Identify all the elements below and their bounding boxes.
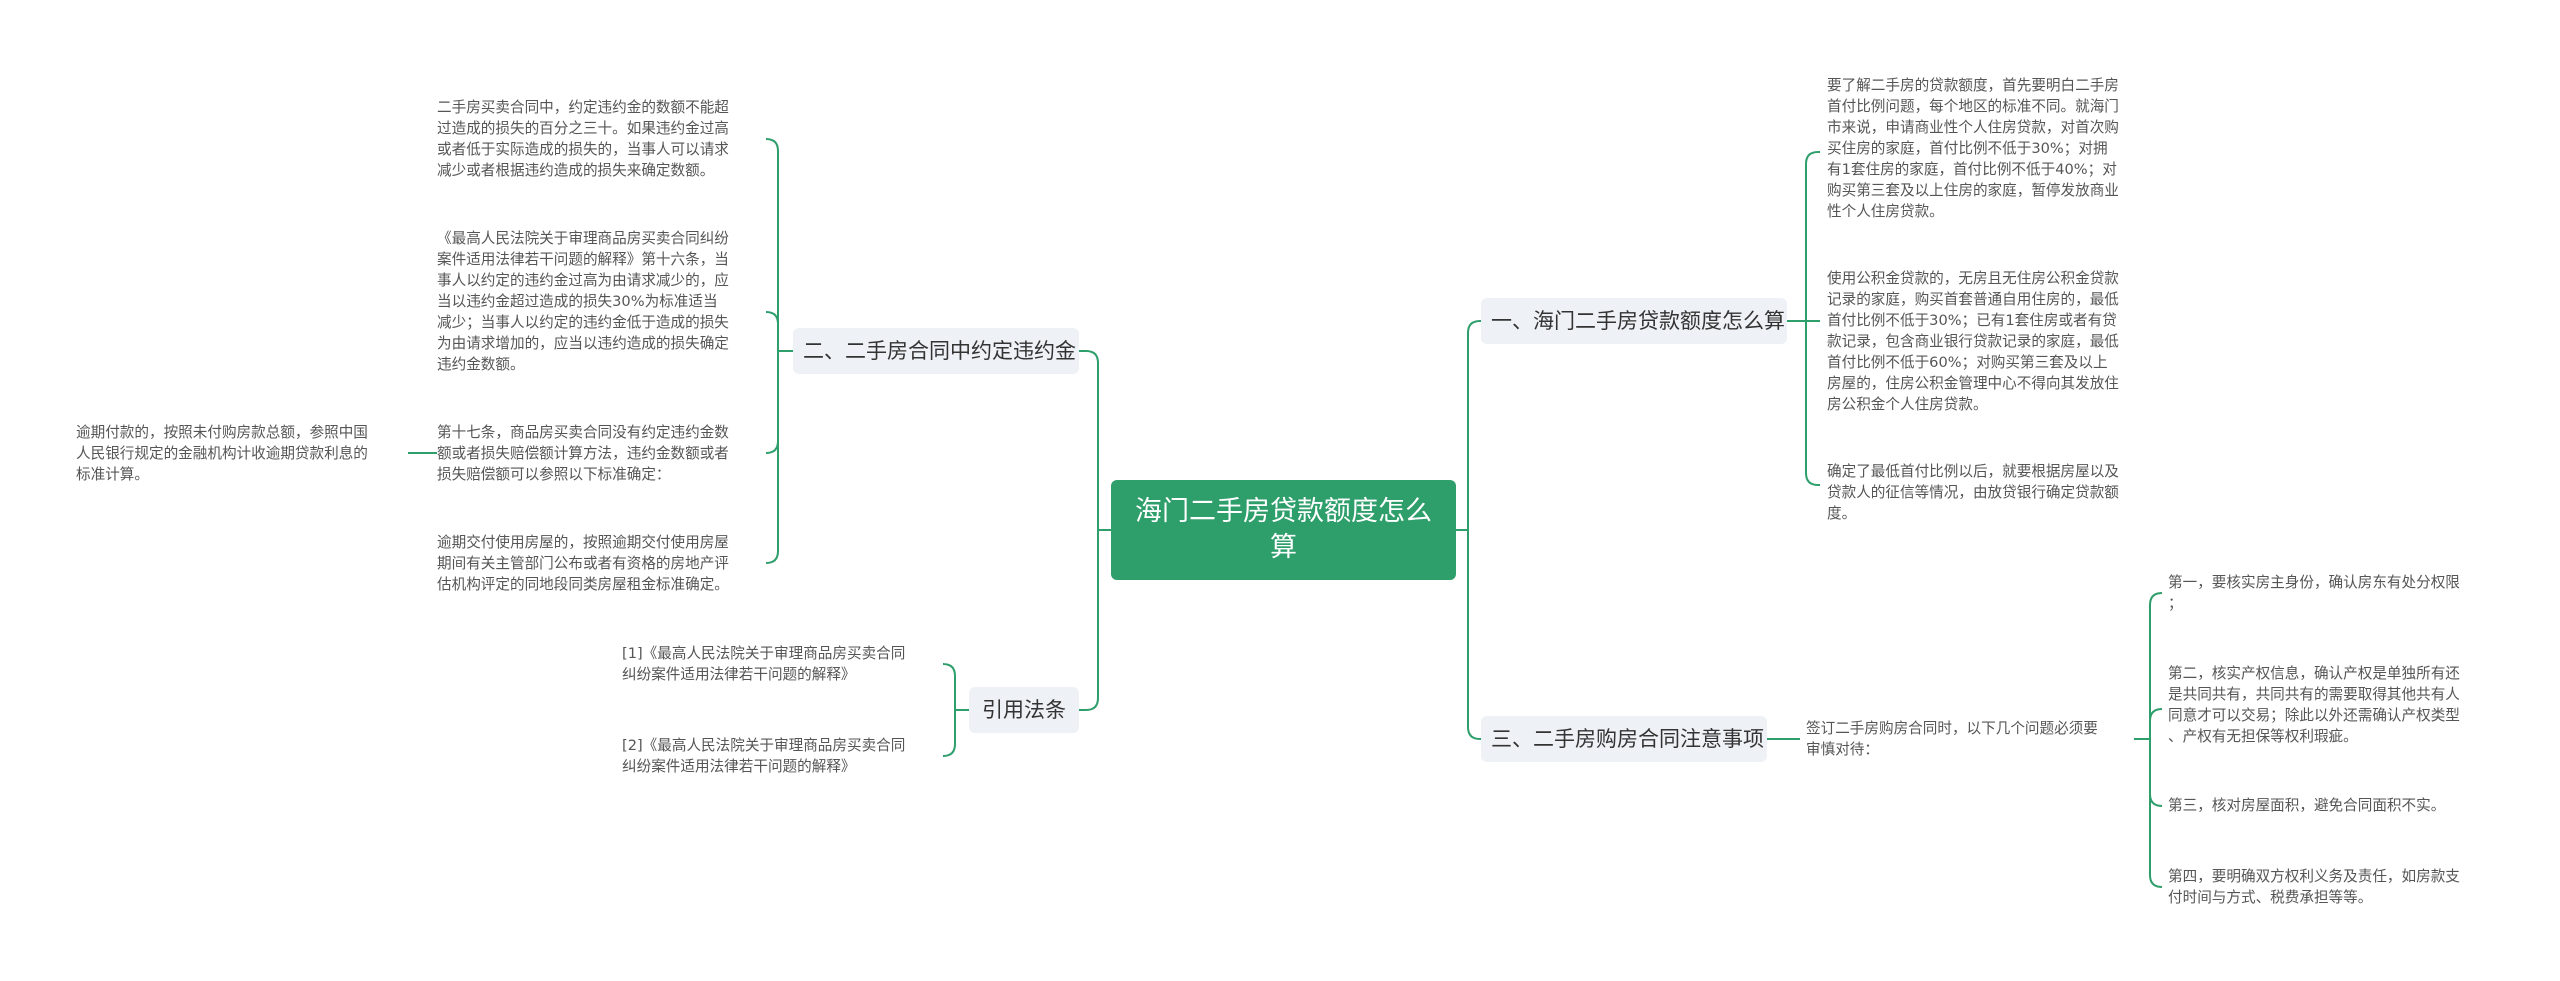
loan-amount-leaf-2: 使用公积金贷款的，无房且无住房公积金贷款 记录的家庭，购买首套普通自用住房的，最… — [1827, 270, 2119, 413]
branch-citations[interactable]: 引用法条 — [969, 687, 1079, 733]
branch-penalty[interactable]: 二、二手房合同中约定违约金 — [793, 328, 1079, 374]
penalty-connector — [765, 138, 793, 564]
branch-loan-amount-label: 一、海门二手房贷款额度怎么算 — [1491, 309, 1785, 333]
citation-leaf-1: [1]《最高人民法院关于审理商品房买卖合同 纠纷案件适用法律若干问题的解释》 — [622, 645, 906, 683]
loan-amount-leaf-3: 确定了最低首付比例以后，就要根据房屋以及 贷款人的征信等情况，由放贷银行确定贷款… — [1827, 463, 2119, 522]
branch-loan-amount[interactable]: 一、海门二手房贷款额度怎么算 — [1481, 298, 1787, 344]
root-right-connector — [1456, 320, 1481, 740]
branch-contract-notes[interactable]: 三、二手房购房合同注意事项 — [1481, 716, 1767, 762]
contract-notes-leaf-4: 第四，要明确双方权利义务及责任，如房款支 付时间与方式、税费承担等等。 — [2168, 868, 2460, 906]
root-title: 海门二手房贷款额度怎么算 — [1135, 496, 1432, 563]
branch-penalty-label: 二、二手房合同中约定违约金 — [803, 339, 1076, 363]
penalty-leaf-1: 二手房买卖合同中，约定违约金的数额不能超 过造成的损失的百分之三十。如果违约金过… — [437, 99, 729, 179]
contract-notes-leaf-1: 第一，要核实房主身份，确认房东有处分权限 ； — [2168, 574, 2460, 612]
penalty-subleaf: 逾期付款的，按照未付购房款总额，参照中国 人民银行规定的金融机构计收逾期贷款利息… — [76, 424, 368, 483]
contract-notes-leaf-2: 第二，核实产权信息，确认产权是单独所有还 是共同共有，共同共有的需要取得其他共有… — [2168, 665, 2460, 745]
citations-connector — [942, 663, 969, 757]
penalty-leaf-4: 逾期交付使用房屋的，按照逾期交付使用房屋 期间有关主管部门公布或者有资格的房地产… — [437, 534, 729, 593]
contract-notes-intro: 签订二手房购房合同时，以下几个问题必须要 审慎对待： — [1806, 720, 2098, 758]
root-node[interactable]: 海门二手房贷款额度怎么算 — [1111, 480, 1456, 580]
loan-amount-connector — [1787, 151, 1820, 486]
contract-notes-items-connector — [2134, 592, 2163, 888]
branch-citations-label: 引用法条 — [982, 698, 1066, 722]
loan-amount-leaf-1: 要了解二手房的贷款额度，首先要明白二手房 首付比例问题，每个地区的标准不同。就海… — [1827, 77, 2119, 220]
citation-leaf-2: [2]《最高人民法院关于审理商品房买卖合同 纠纷案件适用法律若干问题的解释》 — [622, 737, 906, 775]
contract-notes-leaf-3: 第三，核对房屋面积，避免合同面积不实。 — [2168, 797, 2446, 814]
root-left-connector — [1079, 350, 1111, 711]
penalty-leaf-3: 第十七条，商品房买卖合同没有约定违约金数 额或者损失赔偿额计算方法，违约金数额或… — [437, 424, 729, 483]
penalty-leaf-2: 《最高人民法院关于审理商品房买卖合同纠纷 案件适用法律若干问题的解释》第十六条，… — [437, 230, 729, 373]
branch-contract-notes-label: 三、二手房购房合同注意事项 — [1491, 727, 1764, 751]
